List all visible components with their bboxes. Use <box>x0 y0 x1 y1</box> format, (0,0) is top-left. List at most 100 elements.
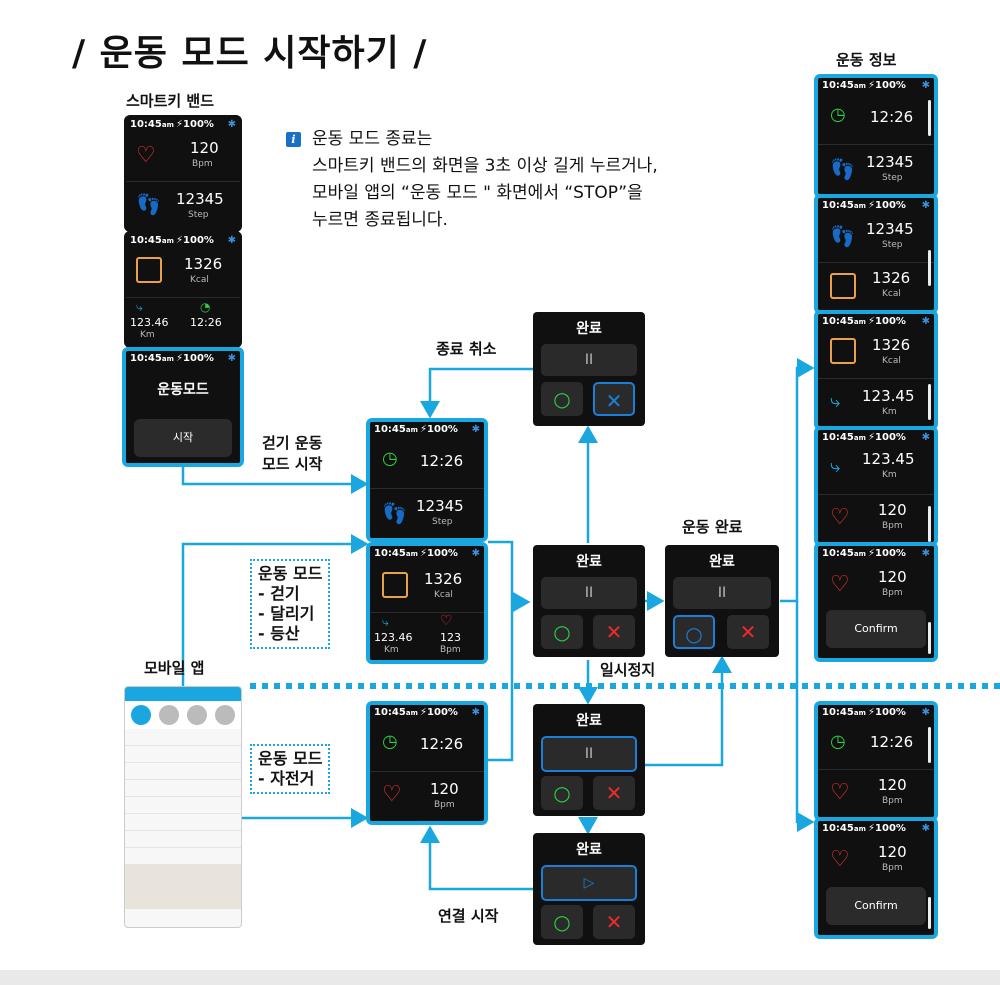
run-tab-icon[interactable] <box>159 705 179 725</box>
note-line: 누르면 종료됩니다. <box>312 210 448 230</box>
info-screen-step-kcal: 10:45am⚡100%✱ 👣 12345 Step 1326 Kcal <box>814 194 938 314</box>
confirm-circle-button[interactable]: ○ <box>673 615 715 649</box>
page-title: / 운동 모드 시작하기 / <box>72 33 428 74</box>
walk-screen-duration-step: 10:45am⚡100%✱ ◷ 12:26 👣 12345 Step <box>366 418 488 542</box>
ampm-label: am <box>405 426 418 434</box>
app-header <box>125 687 241 701</box>
play-button[interactable]: ▷ <box>541 865 637 901</box>
heart-icon: ♡ <box>830 505 850 530</box>
mode-box-line: - 걷기 <box>258 584 300 603</box>
stopwatch-icon: ◷ <box>830 731 846 752</box>
info-screen-duration-step: 10:45am⚡100%✱ ◷ 12:26 👣 12345 Step <box>814 74 938 198</box>
pause-button[interactable]: II <box>673 577 771 609</box>
step-tile: 👣 12345 Step <box>126 181 240 229</box>
heart-tile: ♡ 120 Bpm <box>818 769 934 817</box>
step-value: 12345 <box>866 153 914 171</box>
cancel-x-button[interactable]: ✕ <box>593 905 635 939</box>
mode-box-bike: 운동 모드 - 자전거 <box>250 744 331 794</box>
band-screen-heart-step: 10:45am⚡100%✱ ♡ 120 Bpm 👣 12345 Step <box>124 115 242 232</box>
confirm-circle-button[interactable]: ○ <box>541 382 583 416</box>
heart-tile: ♡ 120 Bpm <box>818 562 934 610</box>
bike-tab-icon[interactable] <box>215 705 235 725</box>
info-screen-kcal-km: 10:45am⚡100%✱ 1326 Kcal ⤷ 123.45 Km <box>814 310 938 430</box>
mode-box-line: - 등산 <box>258 624 300 643</box>
confirm-circle-button[interactable]: ○ <box>541 615 583 649</box>
scrollbar[interactable] <box>928 897 931 929</box>
confirm-circle-button[interactable]: ○ <box>541 776 583 810</box>
heart-tile: ♡ 120 Bpm <box>370 771 484 821</box>
heart-unit: Bpm <box>882 588 903 598</box>
bike-info-screen: 10:45am⚡100%✱ ◷ 12:26 ♡ 120 Bpm <box>814 701 938 821</box>
scrollbar[interactable] <box>928 384 931 420</box>
step-value: 12345 <box>176 190 224 208</box>
cancel-end-label: 종료 취소 <box>436 340 497 358</box>
heart-value: 120 <box>878 843 907 861</box>
smartkey-band-label: 스마트키 밴드 <box>126 92 215 110</box>
duration-tile: ◷ 12:26 <box>370 438 484 488</box>
km-value: 123.46 <box>374 631 413 644</box>
footprint-icon: 👣 <box>830 157 855 181</box>
app-row <box>125 797 241 814</box>
duration-tile: ◷ 12:26 <box>818 94 934 144</box>
info-icon: i <box>286 132 301 147</box>
kcal-value: 1326 <box>424 570 463 588</box>
cancel-x-button[interactable]: ✕ <box>593 615 635 649</box>
mode-title: 운동모드 <box>157 382 209 398</box>
heart-tile: ♡ 120 Bpm <box>818 494 934 542</box>
hike-tab-icon[interactable] <box>187 705 207 725</box>
kcal-unit: Kcal <box>190 275 209 285</box>
start-walk-line: 걷기 운동 <box>262 434 323 452</box>
pause-button[interactable]: II <box>541 736 637 772</box>
kcal-value: 1326 <box>872 269 911 287</box>
heart-icon: ♡ <box>440 613 453 629</box>
scrollbar[interactable] <box>928 250 931 286</box>
pause-button[interactable]: II <box>541 344 637 376</box>
km-tile: ⤷ 123.45 Km <box>818 378 934 426</box>
confirm-button[interactable]: Confirm <box>826 610 926 648</box>
pause-button[interactable]: II <box>541 577 637 609</box>
ampm-label: am <box>853 318 866 326</box>
duration-value: 12:26 <box>420 735 464 753</box>
note-line: 모바일 앱의 “운동 모드 " 화면에서 “STOP”을 <box>312 183 643 203</box>
scrollbar[interactable] <box>928 100 931 136</box>
cancel-x-button[interactable]: ✕ <box>593 382 635 416</box>
km-value: 123.45 <box>862 387 915 405</box>
walk-tab-icon[interactable] <box>131 705 151 725</box>
duration-tile: ◷ 12:26 <box>370 721 484 771</box>
done-screen-cancel: 완료 II ○ ✕ <box>533 312 645 426</box>
confirm-button[interactable]: Confirm <box>826 887 926 925</box>
gauge-icon <box>382 572 408 598</box>
heart-icon: ♡ <box>830 847 850 872</box>
scrollbar[interactable] <box>928 506 931 542</box>
app-row <box>125 780 241 797</box>
mode-box-line: 운동 모드 <box>258 749 323 768</box>
start-button[interactable]: 시작 <box>134 419 232 457</box>
heart-value: 120 <box>878 776 907 794</box>
stopwatch-icon: ◷ <box>382 731 398 752</box>
heart-icon: ♡ <box>830 572 850 597</box>
info-screen-km-heart: 10:45am⚡100%✱ ⤷ 123.45 Km ♡ 120 Bpm <box>814 426 938 546</box>
heart-value: 120 <box>190 139 219 157</box>
km-unit: Km <box>140 330 155 340</box>
kcal-value: 1326 <box>184 255 223 273</box>
start-walk-label: 걷기 운동 모드 시작 <box>262 433 322 475</box>
heart-unit: Bpm <box>434 800 455 810</box>
app-row <box>125 848 241 865</box>
kcal-unit: Kcal <box>882 356 901 366</box>
resume-label: 연결 시작 <box>438 907 499 925</box>
cancel-x-button[interactable]: ✕ <box>727 615 769 649</box>
bike-info-confirm: 10:45am⚡100%✱ ♡ 120 Bpm Confirm <box>814 817 938 939</box>
step-unit: Step <box>882 173 903 183</box>
km-unit: Km <box>882 407 897 417</box>
walk-screen-kcal-km: 10:45am⚡100%✱ 1326 Kcal ⤷ 123.46 Km ♡ 12… <box>366 542 488 664</box>
done-title: 완료 <box>709 554 735 570</box>
ampm-label: am <box>853 825 866 833</box>
scrollbar[interactable] <box>928 727 931 763</box>
confirm-circle-button[interactable]: ○ <box>541 905 583 939</box>
cancel-x-button[interactable]: ✕ <box>593 776 635 810</box>
scrollbar[interactable] <box>928 622 931 654</box>
done-title: 완료 <box>576 713 602 729</box>
bpm-unit: Bpm <box>440 645 461 655</box>
mode-box-line: - 달리기 <box>258 604 315 623</box>
